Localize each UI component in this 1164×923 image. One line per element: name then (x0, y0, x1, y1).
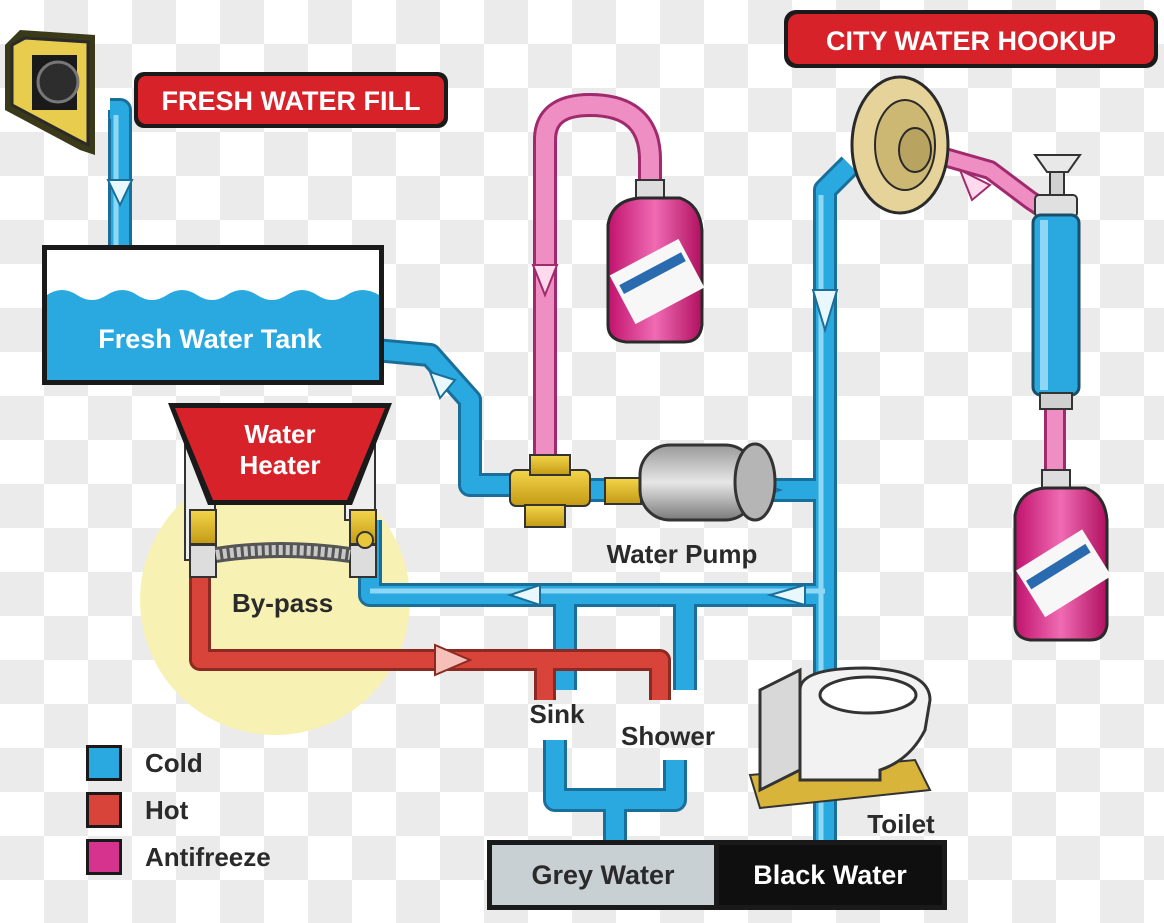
bypass-label: By-pass (232, 588, 333, 618)
antifreeze-flow-arrow-2 (958, 167, 992, 202)
hot-flow-arrow (434, 643, 473, 677)
legend-cold-label: Cold (145, 748, 203, 778)
antifreeze-flow-arrow (531, 264, 559, 298)
hot-pipes (189, 525, 671, 700)
legend: Cold Hot Antifreeze (86, 745, 271, 875)
fresh-water-fill-banner: FRESH WATER FILL (134, 72, 448, 128)
legend-item-antifreeze: Antifreeze (86, 839, 271, 875)
fresh-water-fill-label: FRESH WATER FILL (162, 86, 421, 116)
holding-tanks: Grey Water Black Water (487, 840, 947, 910)
water-pump-icon (604, 442, 777, 522)
tee-fitting (509, 454, 591, 528)
antifreeze-pipes (533, 93, 1066, 491)
shower-label: Shower (621, 721, 715, 751)
antifreeze-jug-icon (606, 179, 705, 344)
grey-water-label: Grey Water (531, 860, 675, 890)
toilet-icon (748, 666, 932, 810)
fresh-water-tank-label: Fresh Water Tank (98, 324, 323, 354)
hand-pump-icon (1031, 154, 1082, 410)
legend-antifreeze-label: Antifreeze (145, 842, 271, 872)
black-water-label: Black Water (753, 860, 907, 890)
toilet-label: Toilet (867, 809, 935, 839)
sink-label: Sink (530, 699, 585, 729)
antifreeze-jug-icon-2 (1013, 469, 1112, 642)
city-water-hookup-banner: CITY WATER HOOKUP (784, 10, 1158, 68)
city-water-hookup-label: CITY WATER HOOKUP (826, 26, 1116, 56)
legend-item-cold: Cold (86, 745, 203, 781)
fresh-water-tank: Fresh Water Tank (42, 245, 384, 385)
water-pump-label: Water Pump (607, 539, 758, 569)
bypass-valves (189, 509, 377, 578)
legend-hot-label: Hot (145, 795, 189, 825)
water-heater-label-2: Heater (240, 450, 321, 480)
fill-inlet-icon (5, 30, 95, 155)
water-heater-label-1: Water (244, 419, 315, 449)
city-hookup-icon (850, 75, 950, 215)
legend-item-hot: Hot (86, 792, 189, 828)
